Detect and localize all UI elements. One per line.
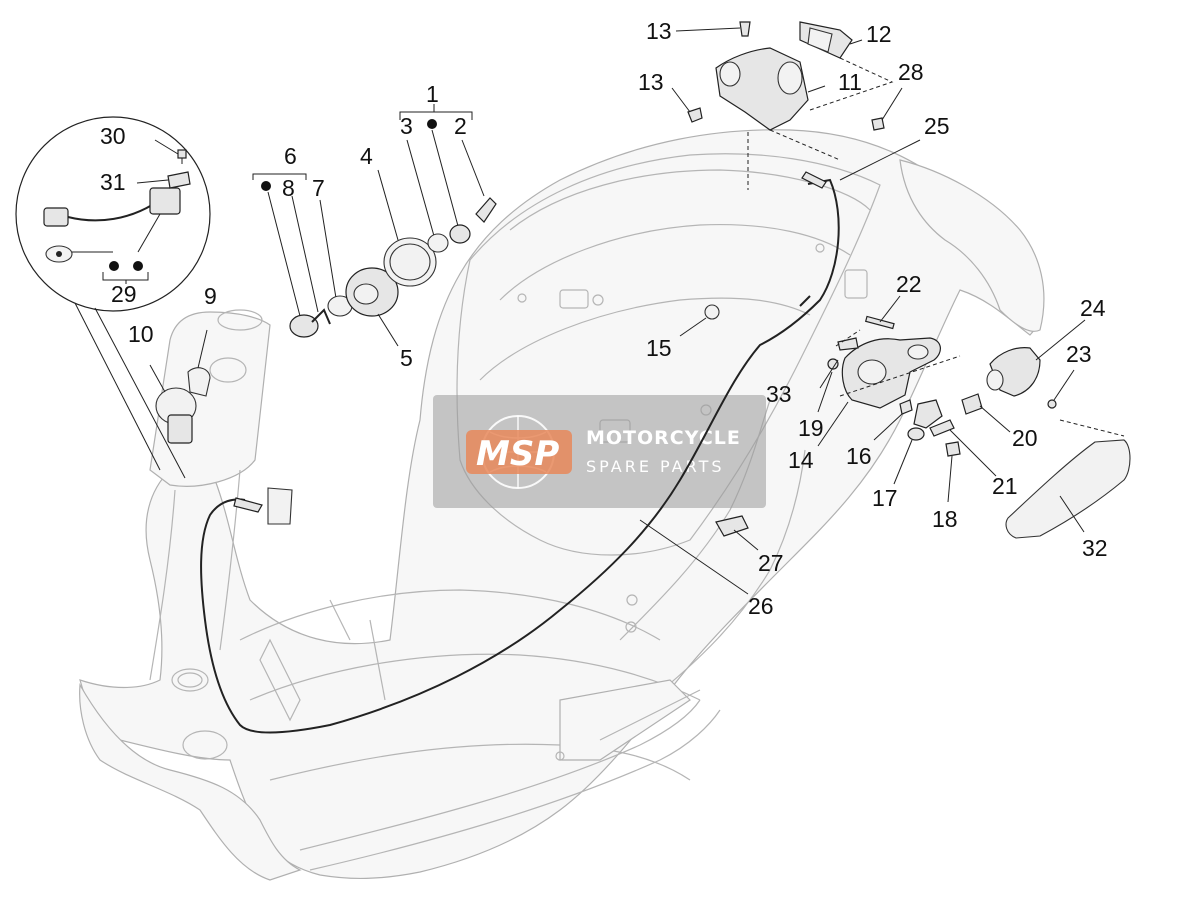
cable-clip-part (267, 487, 293, 525)
steering-lock-group (149, 329, 247, 444)
label-6: 6 (284, 143, 297, 169)
label-28: 28 (898, 59, 924, 85)
relay-part (149, 187, 181, 215)
label-4: 4 (360, 143, 373, 169)
label-31: 31 (100, 169, 126, 195)
label-10: 10 (128, 321, 154, 347)
connector-part (43, 207, 69, 227)
hinge-screw-top-part (739, 21, 751, 37)
label-17: 17 (872, 485, 898, 511)
spring-21 (929, 419, 955, 437)
lever-17 (913, 399, 943, 429)
label-8: 8 (282, 175, 295, 201)
label-5: 5 (400, 345, 413, 371)
label-15: 15 (646, 335, 672, 361)
callout-labels: 1 2 3 4 5 6 7 8 9 10 11 12 13 13 14 15 1… (100, 18, 1108, 619)
saddle-hinge-group (671, 21, 921, 190)
cables (200, 171, 840, 734)
label-1: 1 (426, 81, 439, 107)
spring-16 (899, 399, 913, 415)
label-22: 22 (896, 271, 922, 297)
label-13b: 13 (638, 69, 664, 95)
label-13a: 13 (646, 18, 672, 44)
label-18: 18 (932, 506, 958, 532)
lock-group-1 (399, 104, 497, 253)
hinge-pin-part (871, 117, 885, 131)
label-30: 30 (100, 123, 126, 149)
label-3: 3 (400, 113, 413, 139)
nut-23 (1047, 399, 1057, 409)
hinge-screw-side-part (687, 107, 703, 123)
lock-pin-22 (864, 315, 895, 330)
ignition-group-6 (252, 169, 437, 347)
label-7: 7 (312, 175, 325, 201)
label-23: 23 (1066, 341, 1092, 367)
watermark: MSP MOTORCYCLE SPARE PARTS (433, 395, 766, 508)
label-33: 33 (766, 381, 792, 407)
label-29: 29 (111, 281, 137, 307)
clip-group (639, 515, 759, 595)
saddle-cable (200, 178, 840, 734)
lock-washer-19 (827, 358, 839, 370)
screw-18 (945, 441, 961, 457)
watermark-logo: MSP (476, 434, 559, 474)
inset-circle (15, 116, 211, 479)
screw-part (177, 149, 187, 159)
ignition-cap-part (289, 314, 319, 338)
lock-washer-part (427, 233, 449, 253)
nut-15 (704, 304, 720, 320)
watermark-subtitle: SPARE PARTS (586, 457, 725, 476)
lock-barrel-part (449, 224, 471, 244)
label-11: 11 (838, 69, 862, 95)
label-25: 25 (924, 113, 950, 139)
cable-clip-27 (715, 515, 749, 537)
label-12: 12 (866, 21, 892, 47)
label-20: 20 (1012, 425, 1038, 451)
spring-clip-part (311, 308, 331, 325)
watermark-title: MOTORCYCLE (586, 427, 741, 449)
lock-cover-32 (1005, 439, 1131, 539)
label-32: 32 (1082, 535, 1108, 561)
actuator-plug-20 (961, 393, 983, 415)
label-9: 9 (204, 283, 217, 309)
label-21: 21 (992, 473, 1018, 499)
lock-cover-part (187, 367, 211, 397)
label-14: 14 (788, 447, 814, 473)
label-19: 19 (798, 415, 824, 441)
saddle-lock-group (679, 295, 1086, 503)
cable-end-part (233, 497, 263, 513)
label-27: 27 (758, 550, 784, 576)
label-26: 26 (748, 593, 774, 619)
relay-bracket-part (167, 171, 191, 189)
lock-body-part (167, 414, 193, 444)
cover-group (1005, 419, 1131, 539)
key-part (475, 197, 497, 223)
label-2: 2 (454, 113, 467, 139)
label-24: 24 (1080, 295, 1106, 321)
label-16: 16 (846, 443, 872, 469)
